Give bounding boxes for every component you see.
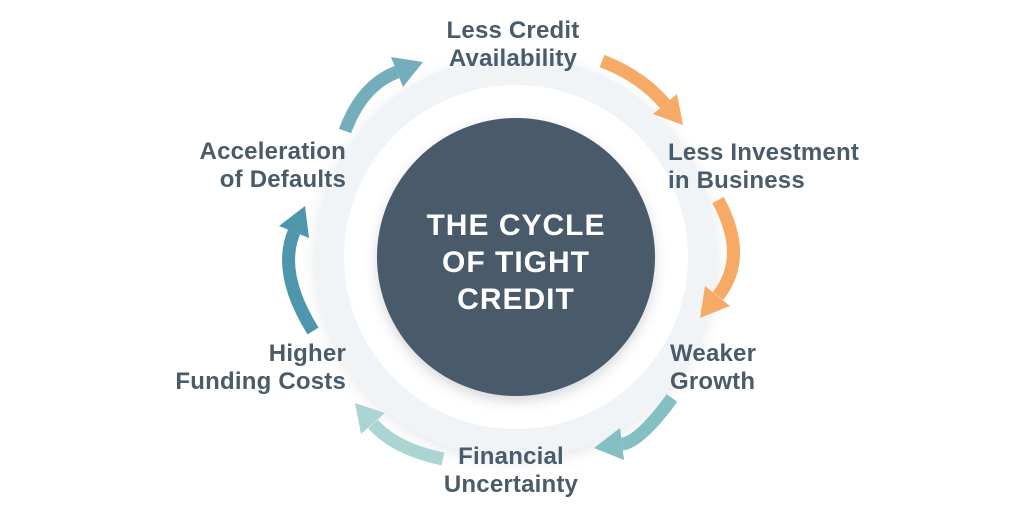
node-label-financial-uncertainty: Financial Uncertainty — [443, 443, 579, 498]
arrow-shaft — [338, 65, 400, 134]
node-label-higher-funding-costs: Higher Funding Costs — [175, 340, 346, 395]
arrow-head — [653, 94, 683, 125]
arrow-shaft — [368, 419, 445, 466]
arrow-shaft — [620, 394, 678, 451]
arrow-financial-uncertainty-to-higher-funding — [355, 403, 445, 466]
node-label-less-investment-in-business: Less Investment in Business — [668, 139, 860, 194]
arrow-head — [355, 403, 385, 434]
arrow-head — [594, 428, 624, 460]
diagram-title: THE CYCLE OF TIGHT CREDIT — [426, 209, 606, 316]
arrow-head — [279, 206, 309, 238]
arrow-weaker-growth-to-financial-uncertainty — [594, 394, 678, 460]
arrow-shaft — [282, 229, 319, 335]
arrow-higher-funding-to-acceleration — [279, 206, 319, 335]
arrow-less-credit-to-less-investment — [599, 54, 683, 125]
node-label-weaker-growth: Weaker Growth — [670, 340, 757, 395]
node-label-acceleration-of-defaults: Acceleration of Defaults — [199, 138, 346, 193]
arrow-head — [391, 57, 423, 87]
arrow-head — [700, 286, 730, 318]
center-circle — [377, 118, 655, 396]
arrow-acceleration-to-less-credit — [338, 57, 423, 134]
arrow-less-investment-to-weaker-growth — [700, 196, 740, 318]
arrow-shaft — [599, 54, 670, 109]
node-label-less-credit-availability: Less Credit Availability — [446, 17, 580, 72]
arrow-shaft — [712, 196, 740, 301]
